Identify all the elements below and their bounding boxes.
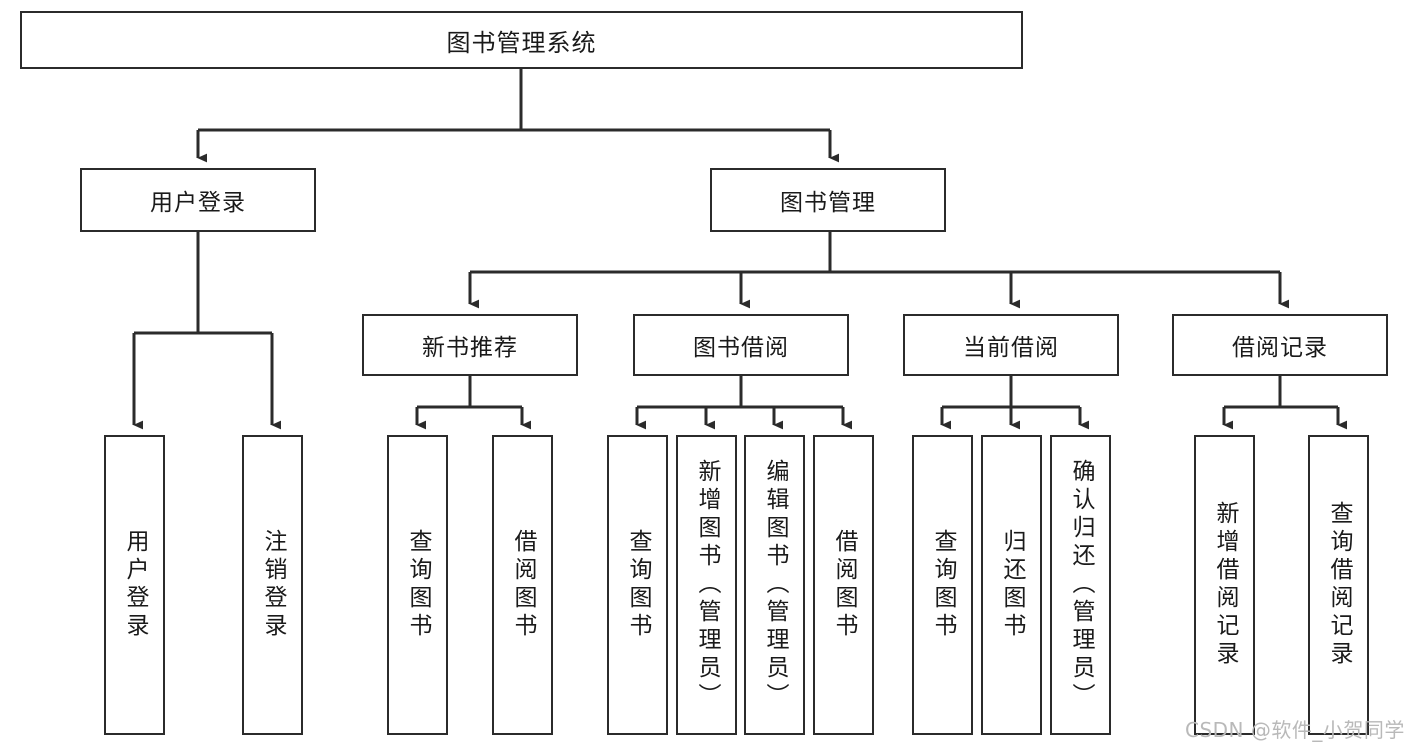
leaf-query-books-newbook-label: 查询图书	[405, 529, 431, 641]
leaf-confirm-return-admin[interactable]: 确认归还（管理员）	[1050, 435, 1111, 735]
leaf-borrow-books-newbook-label: 借阅图书	[510, 529, 536, 641]
node-borrow-records[interactable]: 借阅记录	[1172, 314, 1388, 376]
leaf-query-books-current[interactable]: 查询图书	[912, 435, 973, 735]
node-book-management[interactable]: 图书管理	[710, 168, 946, 232]
leaf-query-books-current-label: 查询图书	[930, 529, 956, 641]
leaf-query-books-borrow-label: 查询图书	[625, 529, 651, 641]
node-current-borrow[interactable]: 当前借阅	[903, 314, 1119, 376]
node-book-borrow-label: 图书借阅	[693, 335, 789, 361]
leaf-add-borrow-record[interactable]: 新增借阅记录	[1194, 435, 1255, 735]
node-current-borrow-label: 当前借阅	[963, 335, 1059, 361]
leaf-query-books-borrow[interactable]: 查询图书	[607, 435, 668, 735]
node-new-book-recommend-label: 新书推荐	[422, 335, 518, 361]
leaf-user-login[interactable]: 用户登录	[104, 435, 165, 735]
node-book-borrow[interactable]: 图书借阅	[633, 314, 849, 376]
leaf-add-book-admin[interactable]: 新增图书（管理员）	[676, 435, 737, 735]
leaf-add-borrow-record-label: 新增借阅记录	[1212, 501, 1238, 669]
node-new-book-recommend[interactable]: 新书推荐	[362, 314, 578, 376]
leaf-return-books[interactable]: 归还图书	[981, 435, 1042, 735]
leaf-return-books-label: 归还图书	[999, 529, 1025, 641]
csdn-watermark: CSDN @软件_小贺同学	[1185, 718, 1405, 742]
node-book-management-label: 图书管理	[780, 190, 876, 216]
leaf-query-borrow-record-label: 查询借阅记录	[1326, 501, 1352, 669]
leaf-query-books-newbook[interactable]: 查询图书	[387, 435, 448, 735]
leaf-user-login-label: 用户登录	[122, 529, 148, 641]
leaf-query-borrow-record[interactable]: 查询借阅记录	[1308, 435, 1369, 735]
node-borrow-records-label: 借阅记录	[1232, 335, 1328, 361]
leaf-edit-book-admin[interactable]: 编辑图书（管理员）	[744, 435, 805, 735]
leaf-borrow-books-newbook[interactable]: 借阅图书	[492, 435, 553, 735]
node-root-label: 图书管理系统	[446, 28, 597, 57]
leaf-edit-book-admin-label: 编辑图书（管理员）	[762, 459, 788, 711]
leaf-add-book-admin-label: 新增图书（管理员）	[694, 459, 720, 711]
leaf-borrow-books[interactable]: 借阅图书	[813, 435, 874, 735]
leaf-logout-label: 注销登录	[260, 529, 286, 641]
node-user-login-label: 用户登录	[150, 190, 246, 216]
leaf-borrow-books-label: 借阅图书	[831, 529, 857, 641]
node-user-login[interactable]: 用户登录	[80, 168, 316, 232]
node-root[interactable]: 图书管理系统	[20, 11, 1023, 69]
leaf-confirm-return-admin-label: 确认归还（管理员）	[1068, 459, 1094, 711]
leaf-logout[interactable]: 注销登录	[242, 435, 303, 735]
